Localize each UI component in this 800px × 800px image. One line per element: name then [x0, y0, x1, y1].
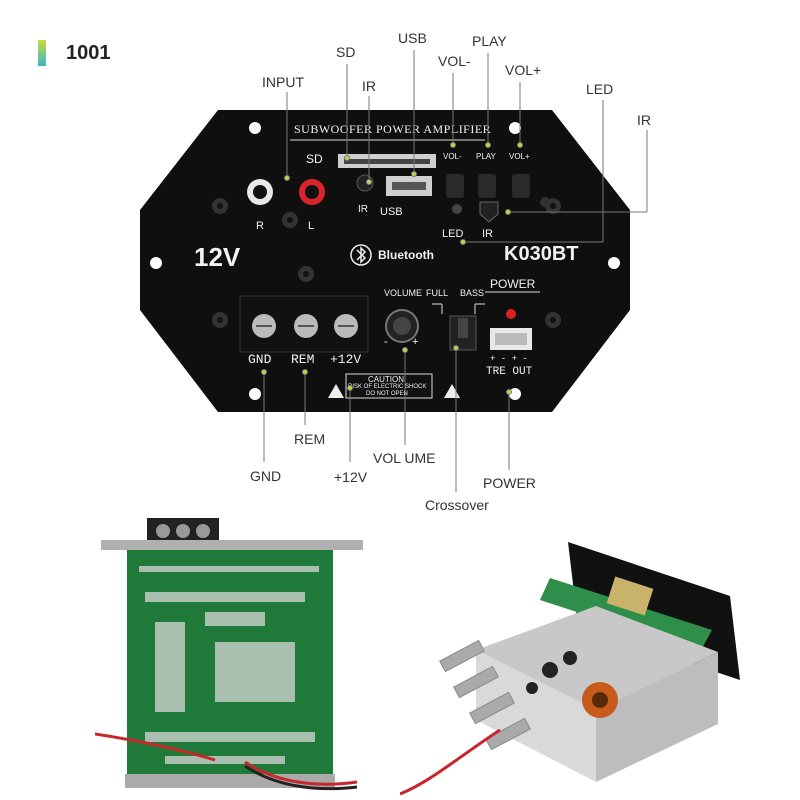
callout-gnd: GND [250, 468, 282, 484]
r-label: R [256, 220, 264, 232]
rem-label: REM [291, 352, 315, 367]
amplifier-panel: SUBWOOFER POWER AMPLIFIER SD IR USB VOL-… [140, 110, 630, 412]
panel-shape [140, 110, 630, 412]
volume-plus-label: + [412, 336, 419, 348]
full-label: FULL [426, 288, 449, 298]
plus12v-label: +12V [330, 352, 362, 367]
callout-play: PLAY [472, 33, 507, 49]
callout-ir-right: IR [637, 112, 651, 128]
volume-label: VOLUME [384, 288, 423, 298]
callout-volume: VOL UME [373, 450, 436, 466]
callout-usb: USB [398, 30, 427, 46]
model-label: K030BT [504, 243, 579, 265]
tre-out-label: TRE OUT [486, 366, 533, 378]
callout-power: POWER [483, 475, 536, 491]
callout-input: INPUT [262, 74, 304, 90]
led-label: LED [442, 228, 464, 240]
tre-pins-label: + - + - [490, 354, 528, 364]
sd-label: SD [306, 152, 323, 166]
volume-minus-label: - [384, 336, 388, 348]
ir-small-label: IR [358, 204, 368, 215]
callout-sd: SD [336, 44, 356, 60]
vol-minus-label: VOL- [443, 152, 462, 161]
caution-line1: RISK OF ELECTRIC SHOCK [348, 384, 427, 390]
power-label: POWER [490, 277, 536, 291]
usb-label: USB [380, 206, 403, 218]
panel-title: SUBWOOFER POWER AMPLIFIER [294, 122, 492, 136]
callout-leader-lines [261, 50, 648, 492]
callout-12v: +12V [334, 469, 368, 485]
model-number: 1001 [66, 42, 111, 64]
callout-crossover: Crossover [425, 497, 489, 513]
l-label: L [308, 220, 315, 232]
callout-vol-plus: VOL+ [505, 62, 542, 78]
voltage-label: 12V [194, 242, 241, 272]
callout-rem: REM [294, 431, 326, 447]
ir-label: IR [482, 228, 493, 240]
gnd-label: GND [248, 352, 272, 367]
bluetooth-label: Bluetooth [378, 248, 434, 262]
pcb-rear-photo [95, 518, 363, 791]
callout-led: LED [586, 81, 614, 97]
vol-plus-label: VOL+ [509, 152, 530, 161]
module-side-photo [400, 542, 740, 795]
brand-badge [38, 40, 46, 66]
callout-ir-left: IR [362, 78, 376, 94]
play-label: PLAY [476, 152, 496, 161]
bass-label: BASS [460, 288, 485, 298]
caution-label: CAUTION [368, 375, 404, 384]
callout-vol-minus: VOL- [438, 53, 471, 69]
caution-line2: DO NOT OPEN [366, 391, 408, 397]
